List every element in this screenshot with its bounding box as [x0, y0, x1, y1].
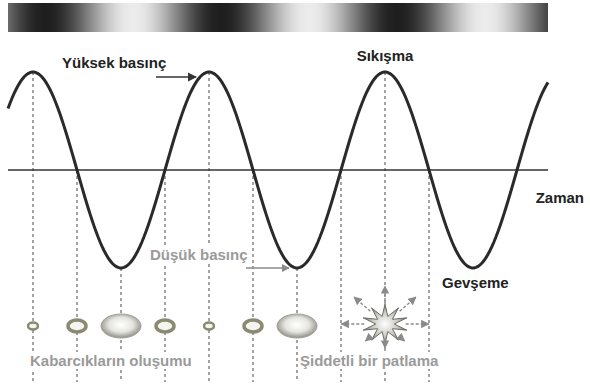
explosion-ray [406, 323, 429, 324]
dashed-guide [252, 170, 254, 382]
bubble [68, 320, 86, 332]
explosion-ray [400, 297, 416, 311]
dashed-guide [76, 170, 78, 382]
pressure-wave [8, 72, 548, 268]
pressure-label: Düşük basınç [148, 246, 250, 263]
pressure-label: Yüksek basınç [60, 54, 168, 71]
explosion-ray [365, 337, 370, 341]
bubble [101, 314, 141, 338]
dashed-guide [164, 170, 166, 382]
bubble [156, 320, 174, 332]
axis-label: Zaman [534, 189, 586, 206]
phase-label: Gevşeme [440, 274, 511, 291]
explosion-ray [384, 342, 385, 348]
explosion [341, 286, 428, 348]
phase-label: Sıkışma [355, 47, 416, 64]
dashed-guide [428, 170, 430, 382]
pointer-arrow [246, 267, 289, 268]
explosion-ray [354, 297, 370, 311]
explosion-ray [341, 323, 364, 324]
bubble [244, 320, 262, 332]
pointer-arrow [156, 76, 196, 77]
explosion-ray [384, 286, 385, 306]
explosion-caption: Şiddetli bir patlama [298, 352, 440, 369]
bubble [28, 323, 38, 330]
pressure-band [8, 3, 548, 32]
bubble [204, 323, 214, 330]
bubble-caption: Kabarcıkların oluşumu [28, 352, 194, 369]
dashed-guides [33, 72, 429, 382]
bubbles [28, 314, 317, 338]
time-axis [8, 169, 548, 171]
explosion-ray [400, 337, 405, 341]
bubble [277, 314, 317, 338]
dashed-guide [32, 72, 34, 382]
dashed-guide [208, 72, 210, 382]
dashed-guide [340, 170, 342, 382]
